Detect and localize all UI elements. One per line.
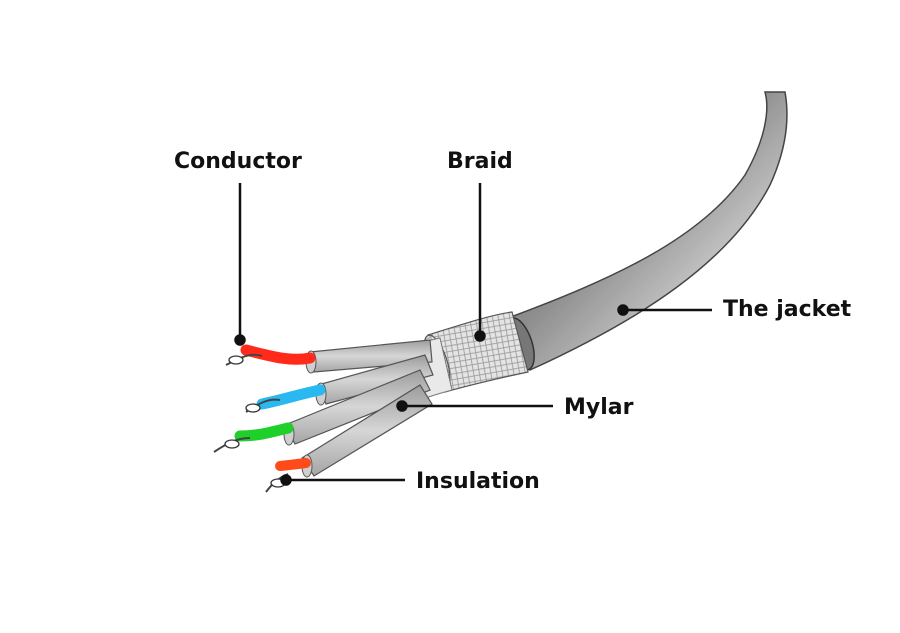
jacket [505, 91, 788, 372]
pair-green [213, 369, 431, 453]
conductor-dot [234, 334, 246, 346]
conductor-orange [275, 458, 311, 471]
label-conductor: Conductor [174, 149, 302, 174]
braid-body [427, 311, 529, 393]
wire-tip [245, 403, 261, 413]
wire-strand [225, 353, 263, 366]
conductor-red [240, 344, 316, 365]
leader-lines [234, 183, 712, 486]
conductor-green [234, 422, 294, 442]
label-mylar: Mylar [564, 395, 634, 420]
braid-dot [474, 330, 486, 342]
wire-tip [224, 439, 240, 449]
label-braid: Braid [447, 149, 513, 174]
wire-tip [228, 355, 244, 365]
insulation-dot [280, 474, 292, 486]
jacket-body [507, 91, 788, 372]
label-insulation: Insulation [416, 469, 540, 494]
mylar-dot [396, 400, 408, 412]
pair-blue [245, 354, 434, 413]
jacket-dot [617, 304, 629, 316]
label-jacket: The jacket [723, 297, 852, 322]
conductor-blue [256, 384, 326, 410]
